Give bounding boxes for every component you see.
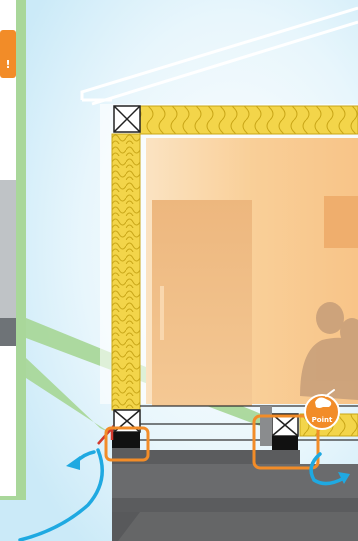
point-badge-label: Point <box>307 416 337 424</box>
ceiling-insulation <box>140 106 358 134</box>
beam-cross-icon <box>114 106 140 132</box>
interior-window <box>324 196 358 248</box>
photo-detail <box>0 180 16 330</box>
interior-door <box>152 200 252 406</box>
callout-tab-text: ! <box>0 58 16 71</box>
wall-insulation <box>112 134 140 410</box>
